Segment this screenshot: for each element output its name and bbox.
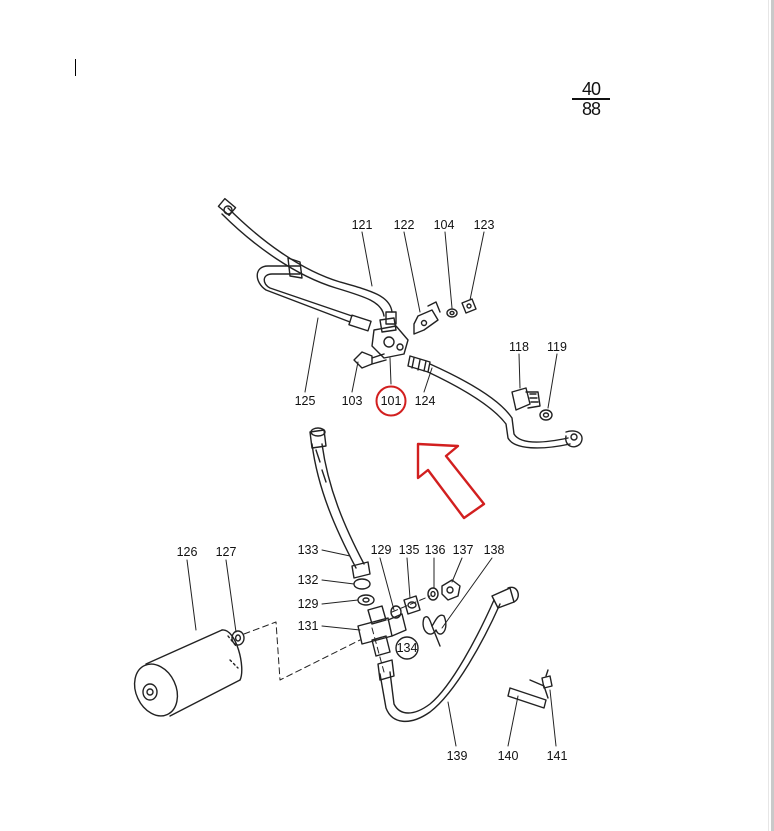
clip-138 (422, 614, 447, 647)
washer-129-left (357, 594, 375, 606)
washer-129-right (390, 605, 402, 619)
bracket-122 (413, 301, 441, 335)
page-code-numerator: 40 (572, 80, 610, 100)
tee-131 (357, 605, 407, 657)
fuel-filter-126 (133, 629, 243, 717)
callout-label-136: 136 (425, 543, 446, 557)
callout-label-137: 137 (453, 543, 474, 557)
callout-label-133: 133 (298, 543, 319, 557)
fitting-124 (407, 355, 431, 373)
page-edge-line (768, 0, 769, 831)
leader-lines (186, 231, 558, 747)
nut-104 (446, 308, 458, 318)
pipe-125 (256, 257, 372, 332)
callout-label-132: 132 (298, 573, 319, 587)
bolt-103 (353, 351, 387, 369)
text-cursor (75, 59, 76, 76)
callout-label-127: 127 (216, 545, 237, 559)
callout-label-122: 122 (394, 218, 415, 232)
callout-label-131: 131 (298, 619, 319, 633)
union-127 (231, 630, 245, 646)
pipe-121 (217, 197, 397, 325)
pipe-139 (377, 586, 519, 722)
page-edge (771, 0, 774, 831)
pipe-to-119 (427, 363, 583, 449)
bolt-123 (461, 298, 477, 314)
callout-label-104: 104 (434, 218, 455, 232)
callout-label-118: 118 (509, 340, 529, 354)
highlight-circle-101 (375, 385, 407, 417)
callout-label-121: 121 (352, 218, 373, 232)
callout-label-126: 126 (177, 545, 198, 559)
callout-label-135: 135 (399, 543, 420, 557)
page-code: 40 88 (572, 80, 610, 118)
callout-label-101: 101 (381, 394, 402, 408)
callout-labels: 121 122 104 123 118 119 125 103 101 124 … (177, 218, 568, 763)
callout-label-129-left: 129 (298, 597, 319, 611)
callout-label-125: 125 (295, 394, 316, 408)
callout-label-123: 123 (474, 218, 495, 232)
callout-label-129-top: 129 (371, 543, 392, 557)
clip-140 (507, 679, 549, 709)
callout-label-139: 139 (447, 749, 468, 763)
callout-label-138: 138 (484, 543, 505, 557)
pipe-133 (309, 427, 371, 579)
washer-136 (427, 587, 439, 601)
highlight-arrow (416, 442, 486, 520)
callout-label-141: 141 (547, 749, 568, 763)
callout-label-103: 103 (342, 394, 363, 408)
callout-circle-134 (395, 636, 419, 660)
fitting-135 (403, 595, 421, 615)
callout-label-124: 124 (415, 394, 436, 408)
washer-119 (539, 409, 553, 421)
callout-label-119: 119 (547, 340, 567, 354)
nut-137 (441, 579, 461, 601)
callout-label-134: 134 (397, 641, 418, 655)
banjo-bolt-118 (511, 387, 541, 411)
page-code-denominator: 88 (581, 99, 601, 119)
screw-141 (541, 669, 553, 689)
union-block-101 (371, 317, 409, 359)
alignment-lines (243, 595, 431, 681)
callout-label-140: 140 (498, 749, 519, 763)
washer-132 (353, 578, 371, 590)
